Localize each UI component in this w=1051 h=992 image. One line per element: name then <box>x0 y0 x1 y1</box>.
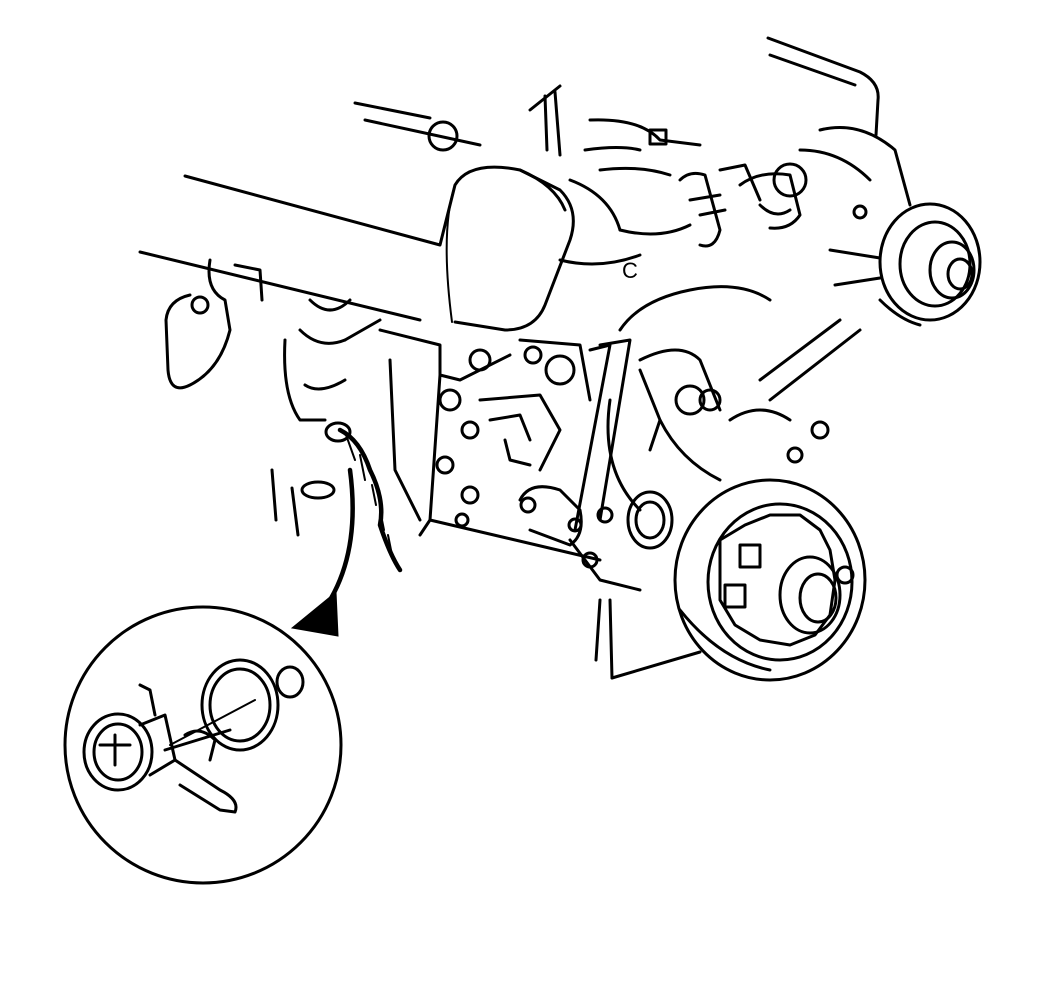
sensor-wire <box>324 421 403 573</box>
water-outlet <box>518 485 674 592</box>
intake-manifold <box>427 36 880 266</box>
detail-inset <box>63 605 343 885</box>
crank-pulley <box>594 478 867 682</box>
timing-cover <box>606 285 862 512</box>
valve-cover <box>138 101 575 332</box>
engine-block <box>378 328 632 562</box>
upper-bracket <box>678 162 808 248</box>
callout-arrow <box>290 467 355 637</box>
sensor-locator-lines <box>270 468 336 537</box>
callout-letter-1: C <box>622 258 638 283</box>
upper-pulley <box>798 126 982 327</box>
exhaust-manifold <box>164 258 382 422</box>
